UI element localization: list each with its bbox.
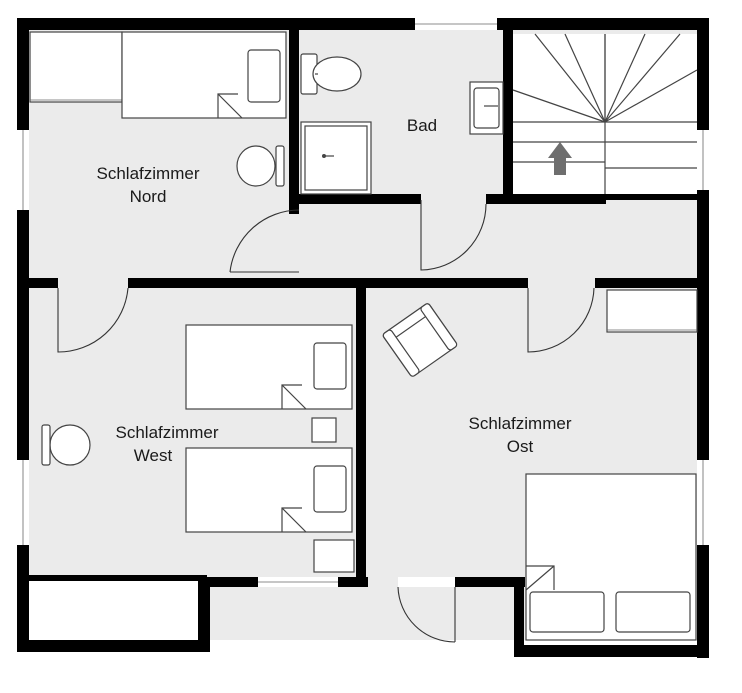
room-label-west-line2: West xyxy=(134,446,173,465)
armchair-icon xyxy=(236,145,285,187)
room-label-ost-line2: Ost xyxy=(507,437,534,456)
room-label-nord-line2: Nord xyxy=(130,187,167,206)
armchair-icon xyxy=(382,303,458,377)
bad-fixtures xyxy=(300,53,504,195)
room-label-bad: Bad xyxy=(407,116,437,135)
ost-furniture xyxy=(382,289,698,641)
west-furniture xyxy=(41,324,355,573)
nord-furniture xyxy=(29,31,287,119)
interior-walls xyxy=(28,30,700,580)
doors xyxy=(57,200,595,643)
windows xyxy=(17,18,709,587)
staircase-up-arrow-icon xyxy=(512,33,698,194)
room-label-ost-line1: Schlafzimmer xyxy=(469,414,572,433)
room-label-nord-line1: Schlafzimmer xyxy=(97,164,200,183)
room-label-west-line1: Schlafzimmer xyxy=(116,423,219,442)
